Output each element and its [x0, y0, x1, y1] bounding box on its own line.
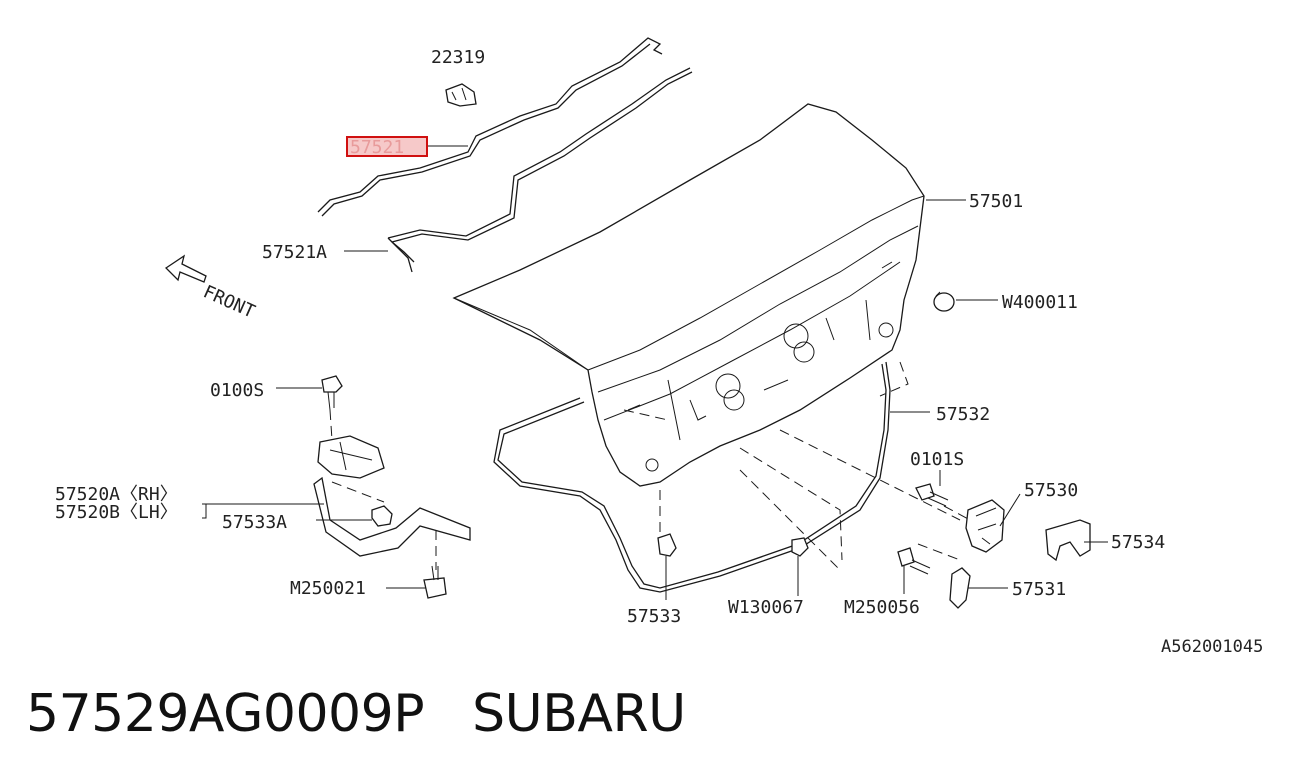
parts-diagram: FRONT 22319 57521 57521A 57501 W400011 0… — [55, 37, 1263, 657]
bumper-57533A[interactable] — [371, 505, 393, 527]
torsion-bar-57521[interactable] — [317, 37, 663, 217]
part-caption: 57529AG0009P SUBARU — [26, 684, 686, 744]
cover-57534[interactable] — [1045, 519, 1091, 562]
label-0100S[interactable]: 0100S — [210, 380, 264, 401]
latch-57530[interactable] — [965, 499, 1005, 553]
label-57533A[interactable]: 57533A — [222, 512, 287, 533]
label-M250021[interactable]: M250021 — [290, 578, 366, 599]
bolt-0100S[interactable] — [321, 375, 343, 411]
bolt-M250021[interactable] — [423, 565, 447, 599]
label-M250056[interactable]: M250056 — [844, 597, 920, 618]
clip-22319[interactable] — [445, 83, 477, 107]
label-57520B[interactable]: 57520B〈LH〉 — [55, 502, 178, 523]
label-57533[interactable]: 57533 — [627, 606, 681, 627]
grommet-W400011[interactable] — [933, 291, 955, 312]
part-number: 57529AG0009P — [26, 684, 425, 744]
label-W400011[interactable]: W400011 — [1002, 292, 1078, 313]
label-57501[interactable]: 57501 — [969, 191, 1023, 212]
label-57530[interactable]: 57530 — [1024, 480, 1078, 501]
weatherstrip-57532[interactable] — [493, 361, 891, 593]
label-57532[interactable]: 57532 — [936, 404, 990, 425]
label-57521[interactable]: 57521 — [350, 137, 404, 158]
assembly-guides — [329, 361, 971, 571]
brand-name: SUBARU — [472, 684, 686, 744]
front-label: FRONT — [200, 281, 258, 322]
diagram-code: A562001045 — [1161, 637, 1263, 657]
label-W130067[interactable]: W130067 — [728, 597, 804, 618]
hinge-57520[interactable] — [313, 435, 471, 557]
label-57520A[interactable]: 57520A〈RH〉 — [55, 484, 178, 505]
bolt-M250056[interactable] — [897, 547, 931, 575]
bolt-0101S[interactable] — [915, 483, 949, 507]
trunk-lid-57501[interactable] — [452, 103, 925, 487]
label-57531[interactable]: 57531 — [1012, 579, 1066, 600]
leader-lines — [202, 145, 1108, 600]
label-57534[interactable]: 57534 — [1111, 532, 1165, 553]
label-57521A[interactable]: 57521A — [262, 242, 327, 263]
label-22319[interactable]: 22319 — [431, 47, 485, 68]
striker-57531[interactable] — [949, 567, 971, 609]
torsion-bar-57521A[interactable] — [387, 67, 693, 273]
bumper-57533[interactable] — [657, 533, 677, 557]
clip-W130067[interactable] — [791, 537, 809, 557]
label-0101S[interactable]: 0101S — [910, 449, 964, 470]
highlight-box — [346, 136, 428, 157]
front-arrow-icon — [164, 254, 207, 283]
